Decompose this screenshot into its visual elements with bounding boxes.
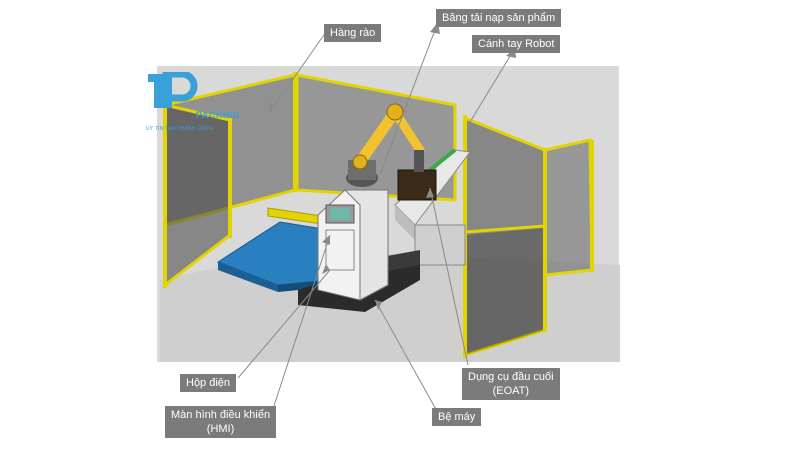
p-logo-icon xyxy=(148,70,198,108)
label-eoat: Dụng cụ đầu cuối (EOAT) xyxy=(462,368,560,400)
packing-logo: PACKING UY TÍN TẠO THÀNH CÔNG xyxy=(146,70,240,134)
leader-lines xyxy=(237,21,516,419)
label-control-box: Hộp điện xyxy=(180,374,237,392)
label-hmi: Màn hình điều khiển (HMI) xyxy=(165,406,277,438)
label-conveyor: Băng tải nạp sản phẩm xyxy=(436,9,562,27)
logo-tagline: UY TÍN TẠO THÀNH CÔNG xyxy=(146,126,213,132)
label-fence: Hàng rào xyxy=(324,24,382,42)
robot-arm xyxy=(346,103,425,187)
logo-brand: PACKING xyxy=(196,110,241,120)
control-box xyxy=(317,189,389,301)
label-base: Bệ máy xyxy=(432,408,482,426)
label-robot-arm: Cánh tay Robot xyxy=(472,35,561,53)
leader-arrows xyxy=(268,22,516,310)
left-fence xyxy=(163,72,297,289)
hmi-screen xyxy=(330,208,350,220)
